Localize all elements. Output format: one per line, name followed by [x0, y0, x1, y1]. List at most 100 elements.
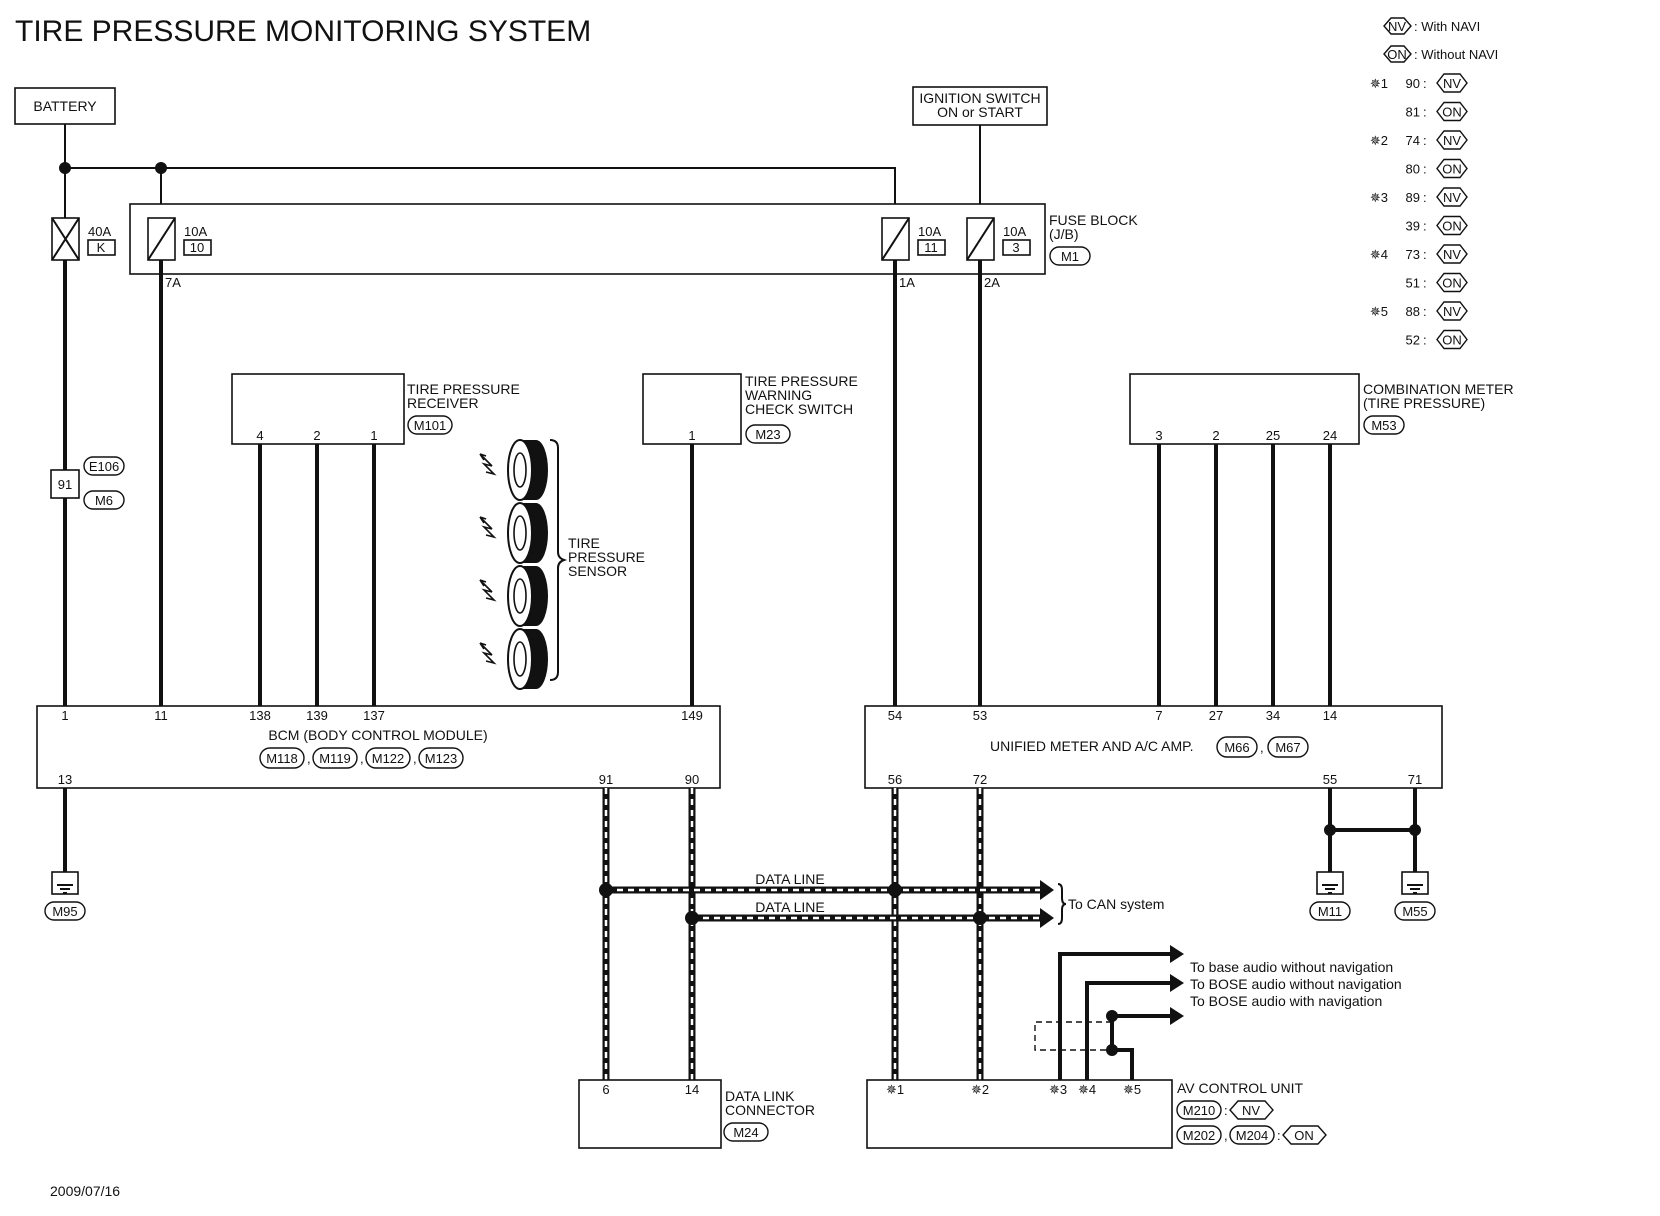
audio-lines: To base audio without navigation To BOSE… — [1034, 945, 1402, 1080]
fuse-block-sub: (J/B) — [1049, 226, 1079, 242]
combo-meter-pin: 3 — [1155, 428, 1162, 443]
can-system-label: To CAN system — [1068, 896, 1164, 912]
receiver-connector: M101 — [414, 418, 447, 433]
connector-badge — [1049, 246, 1091, 266]
av-pin: ✵1 — [886, 1082, 904, 1097]
unified-pin: 72 — [973, 772, 987, 787]
tire-icon — [479, 439, 548, 501]
legend-star: ✵3 — [1370, 190, 1388, 205]
legend-pin-number: 73 — [1406, 247, 1420, 262]
unified-meter-box — [864, 705, 1443, 789]
inline-connector-m6: M6 — [95, 493, 113, 508]
legend-on-badge: ON — [1387, 47, 1407, 62]
bcm-connector: M118 — [266, 751, 298, 766]
inline-connector — [50, 469, 80, 499]
bcm-pin: 91 — [599, 772, 613, 787]
av-pin: ✵5 — [1123, 1082, 1141, 1097]
combo-meter-pin: 2 — [1212, 428, 1219, 443]
junction-dot — [155, 162, 167, 174]
combo-meter-connector: M53 — [1371, 418, 1396, 433]
fuse-pin: 1A — [899, 275, 915, 290]
separator: , — [307, 751, 311, 766]
colon: : — [1277, 1128, 1281, 1143]
legend-pin-number: 88 — [1406, 304, 1420, 319]
legend-nv-badge: NV — [1388, 19, 1406, 34]
legend-pin-number: 52 — [1406, 333, 1420, 348]
legend-pin-number: 51 — [1406, 276, 1420, 291]
legend-code-badge — [1436, 73, 1468, 93]
ground-symbol: M55 — [1394, 871, 1436, 921]
bcm-pin: 13 — [58, 772, 72, 787]
legend-code: NV — [1443, 247, 1461, 262]
battery-label: BATTERY — [33, 98, 97, 114]
fuse-id: 10 — [190, 240, 204, 255]
fuse-amp: 10A — [184, 224, 207, 239]
sensor-line2: PRESSURE — [568, 549, 645, 565]
diagram-date: 2009/07/16 — [50, 1183, 120, 1199]
sensor-line3: SENSOR — [568, 563, 627, 579]
audio-line1: To base audio without navigation — [1190, 959, 1393, 975]
legend-code-badge — [1436, 301, 1468, 321]
legend-code-badge — [1436, 215, 1468, 236]
fuse-pin: 2A — [984, 275, 1000, 290]
legend-pin-number: 81 — [1406, 105, 1420, 120]
unified-pin: 53 — [973, 708, 987, 723]
legend-star: ✵2 — [1370, 133, 1388, 148]
receiver-pin: 4 — [256, 428, 263, 443]
separator: , — [1260, 740, 1264, 755]
colon: : — [1423, 219, 1427, 234]
colon: : — [1423, 190, 1427, 205]
av-connector-nv: M210 — [1183, 1103, 1216, 1118]
legend-code-badge — [1436, 244, 1468, 264]
receiver-pin: 2 — [313, 428, 320, 443]
av-pin: ✵2 — [971, 1082, 989, 1097]
receiver-line1: TIRE PRESSURE — [407, 381, 520, 397]
legend-code: ON — [1442, 219, 1462, 234]
inline-connector-e106: E106 — [89, 459, 119, 474]
bcm-connector: M123 — [425, 751, 458, 766]
unified-pin: 54 — [888, 708, 902, 723]
dlc-connector: M24 — [733, 1125, 758, 1140]
audio-line2: To BOSE audio without navigation — [1190, 976, 1402, 992]
bcm-pin: 11 — [154, 708, 168, 723]
legend-code: ON — [1442, 276, 1462, 291]
unified-pin: 71 — [1408, 772, 1422, 787]
bcm-name: BCM (BODY CONTROL MODULE) — [268, 727, 487, 743]
unified-pin: 34 — [1266, 708, 1280, 723]
unified-pin: 27 — [1209, 708, 1223, 723]
check-switch-pin: 1 — [688, 428, 695, 443]
check-switch-line3: CHECK SWITCH — [745, 401, 853, 417]
bcm-pin: 1 — [61, 708, 68, 723]
unified-connector: M67 — [1275, 740, 1300, 755]
ignition-line1: IGNITION SWITCH — [919, 90, 1040, 106]
legend-code: ON — [1442, 105, 1462, 120]
legend-star: ✵5 — [1370, 304, 1388, 319]
junction-dot — [59, 162, 71, 174]
ground-label: M55 — [1402, 904, 1427, 919]
legend-with-navi: : With NAVI — [1414, 19, 1480, 34]
av-connector-on: M202 — [1183, 1128, 1216, 1143]
legend-code: NV — [1443, 76, 1461, 91]
combo-meter-pin: 25 — [1266, 428, 1280, 443]
check-switch-line1: TIRE PRESSURE — [745, 373, 858, 389]
colon: : — [1423, 304, 1427, 319]
colon: : — [1423, 333, 1427, 348]
legend-pin-number: 80 — [1406, 162, 1420, 177]
separator: , — [413, 751, 417, 766]
av-on-badge: ON — [1294, 1128, 1314, 1143]
legend-code-badge — [1436, 272, 1468, 293]
ground-label: M95 — [52, 904, 77, 919]
unified-pin: 14 — [1323, 708, 1337, 723]
data-line-label: DATA LINE — [755, 899, 825, 915]
data-line-label: DATA LINE — [755, 871, 825, 887]
tire-sensors: TIRE PRESSURE SENSOR — [479, 439, 645, 690]
combo-meter-line1: COMBINATION METER — [1363, 381, 1514, 397]
legend-pin-number: 74 — [1406, 133, 1420, 148]
receiver-pin: 1 — [370, 428, 377, 443]
legend-without-navi: : Without NAVI — [1414, 47, 1498, 62]
combo-meter-line2: (TIRE PRESSURE) — [1363, 395, 1485, 411]
separator: , — [360, 751, 364, 766]
check-switch-line2: WARNING — [745, 387, 812, 403]
legend-code: NV — [1443, 133, 1461, 148]
